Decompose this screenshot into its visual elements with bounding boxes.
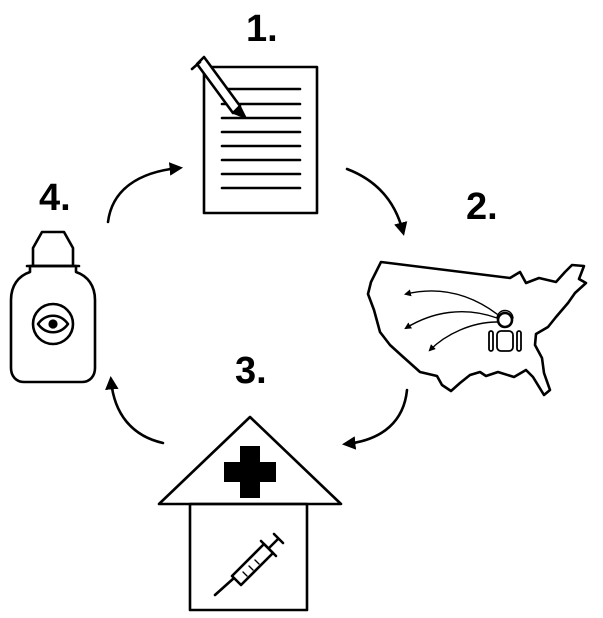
arrow-step-4-to-1 — [106, 162, 184, 224]
step-3-number: 3. — [235, 350, 267, 392]
us-map-outline-icon — [366, 260, 588, 397]
eye-drops-bottle-icon — [9, 230, 97, 384]
step-4-number: 4. — [39, 177, 71, 219]
bottle-body — [9, 264, 97, 384]
cycle-arrows — [105, 162, 409, 450]
eye-icon — [36, 314, 70, 334]
step-1-number: 1. — [246, 8, 278, 50]
medical-cross-icon — [224, 446, 276, 498]
arrow-step-2-to-3 — [341, 388, 409, 450]
call-center-agent-icon — [488, 309, 522, 352]
syringe-icon — [213, 532, 285, 597]
clinic-with-syringe-icon — [157, 415, 343, 612]
step-2-number: 2. — [466, 186, 498, 228]
arrow-step-3-to-4 — [105, 375, 165, 445]
bottle-label — [31, 302, 75, 346]
bottle-cap — [31, 230, 75, 268]
clinic-building — [188, 502, 309, 612]
arrow-step-1-to-2 — [345, 167, 408, 236]
call-arrows — [403, 289, 498, 352]
pen-icon — [190, 55, 247, 119]
document-with-pen-icon — [190, 55, 319, 215]
us-map-with-call-center-icon — [366, 260, 588, 397]
document-lines — [220, 87, 302, 190]
